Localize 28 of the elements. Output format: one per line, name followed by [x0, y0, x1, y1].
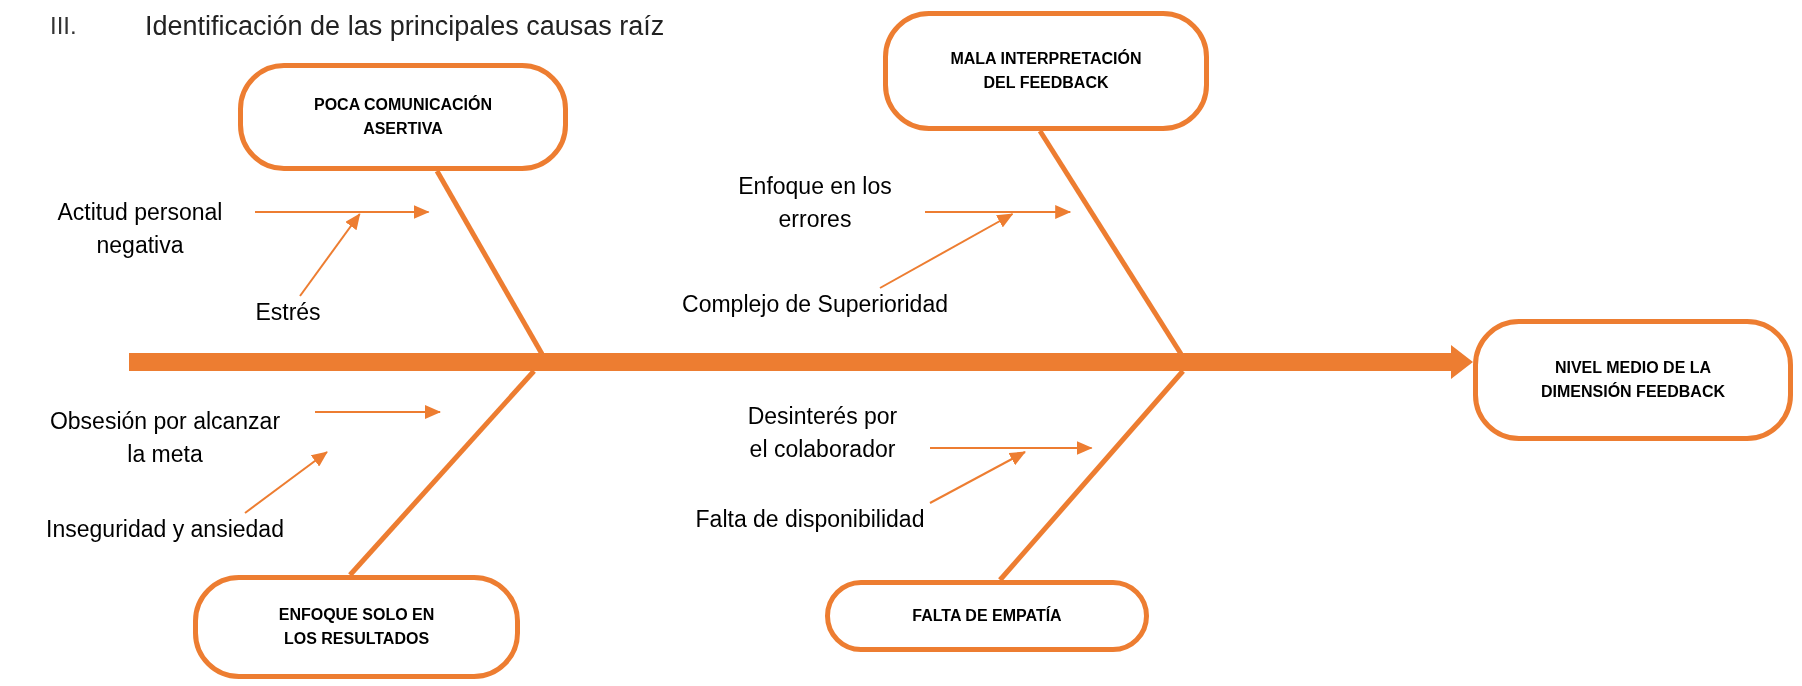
cause-box: MALA INTERPRETACIÓN DEL FEEDBACK	[883, 11, 1209, 131]
arrow	[254, 205, 430, 219]
cause-text: Inseguridad y ansiedad	[5, 513, 325, 547]
spine-arrow	[129, 345, 1473, 379]
arrow	[299, 213, 361, 297]
cause-box: ENFOQUE SOLO EN LOS RESULTADOS	[193, 575, 520, 679]
arrow	[929, 451, 1026, 504]
title: Identificación de las principales causas raíz	[145, 10, 665, 43]
cause-text: Estrés	[238, 296, 338, 330]
arrow	[924, 205, 1072, 219]
cause-text: Desinterés por el colaborador	[740, 400, 905, 470]
arrow	[929, 441, 1093, 455]
cause-text: Actitud personal negativa	[25, 196, 255, 266]
bone-line	[1037, 129, 1184, 356]
bone-line	[998, 369, 1185, 582]
cause-box: POCA COMUNICACIÓN ASERTIVA	[238, 63, 568, 171]
cause-text: Enfoque en los errores	[705, 170, 925, 242]
arrow	[879, 213, 1014, 289]
cause-box: NIVEL MEDIO DE LA DIMENSIÓN FEEDBACK	[1473, 319, 1793, 441]
cause-text: Complejo de Superioridad	[640, 288, 990, 322]
cause-text: Obsesión por alcanzar la meta	[40, 405, 290, 475]
cause-box: FALTA DE EMPATÍA	[825, 580, 1149, 652]
cause-text: Falta de disponibilidad	[660, 503, 960, 537]
arrow	[314, 405, 441, 419]
arrow	[244, 451, 328, 514]
bone-line	[434, 169, 545, 356]
bone-line	[348, 369, 536, 577]
section-number: III.	[50, 11, 77, 41]
